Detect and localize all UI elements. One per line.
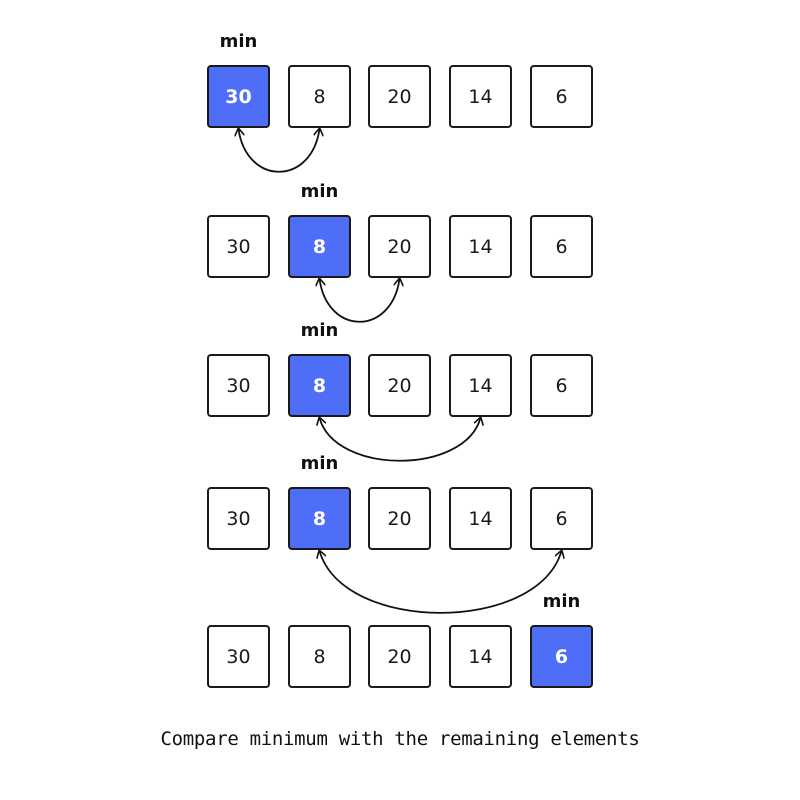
array-cell: 30 — [207, 354, 270, 417]
array-cell-min: 8 — [288, 354, 351, 417]
array-cell: 6 — [530, 487, 593, 550]
caption: Compare minimum with the remaining eleme… — [160, 728, 640, 750]
array-cell: 14 — [449, 487, 512, 550]
array-cell-min: 8 — [288, 215, 351, 278]
comparison-arrow — [320, 279, 400, 323]
array-cell: 20 — [368, 625, 431, 688]
array-cell: 6 — [530, 65, 593, 128]
array-cell: 14 — [449, 625, 512, 688]
min-label: min — [219, 31, 258, 52]
array-cell: 8 — [288, 625, 351, 688]
comparison-arrow — [320, 551, 562, 614]
array-cell-min: 8 — [288, 487, 351, 550]
array-cell: 20 — [368, 354, 431, 417]
array-cell: 6 — [530, 354, 593, 417]
array-cell: 30 — [207, 487, 270, 550]
min-label: min — [300, 453, 339, 474]
array-row: 30 8 20 14 6 — [0, 487, 800, 551]
array-cell-min: 30 — [207, 65, 270, 128]
comparison-arrow — [239, 129, 320, 173]
array-cell: 14 — [449, 354, 512, 417]
array-cell: 30 — [207, 625, 270, 688]
array-cell: 6 — [530, 215, 593, 278]
min-label: min — [300, 320, 339, 341]
array-cell: 20 — [368, 65, 431, 128]
array-row: 30 8 20 14 6 — [0, 65, 800, 129]
array-cell-min: 6 — [530, 625, 593, 688]
array-row: 30 8 20 14 6 — [0, 354, 800, 418]
min-label: min — [542, 591, 581, 612]
array-cell: 14 — [449, 215, 512, 278]
array-cell: 30 — [207, 215, 270, 278]
array-cell: 20 — [368, 487, 431, 550]
array-row: 30 8 20 14 6 — [0, 215, 800, 279]
min-label: min — [300, 181, 339, 202]
array-cell: 20 — [368, 215, 431, 278]
array-row: 30 8 20 14 6 — [0, 625, 800, 689]
array-cell: 14 — [449, 65, 512, 128]
array-cell: 8 — [288, 65, 351, 128]
